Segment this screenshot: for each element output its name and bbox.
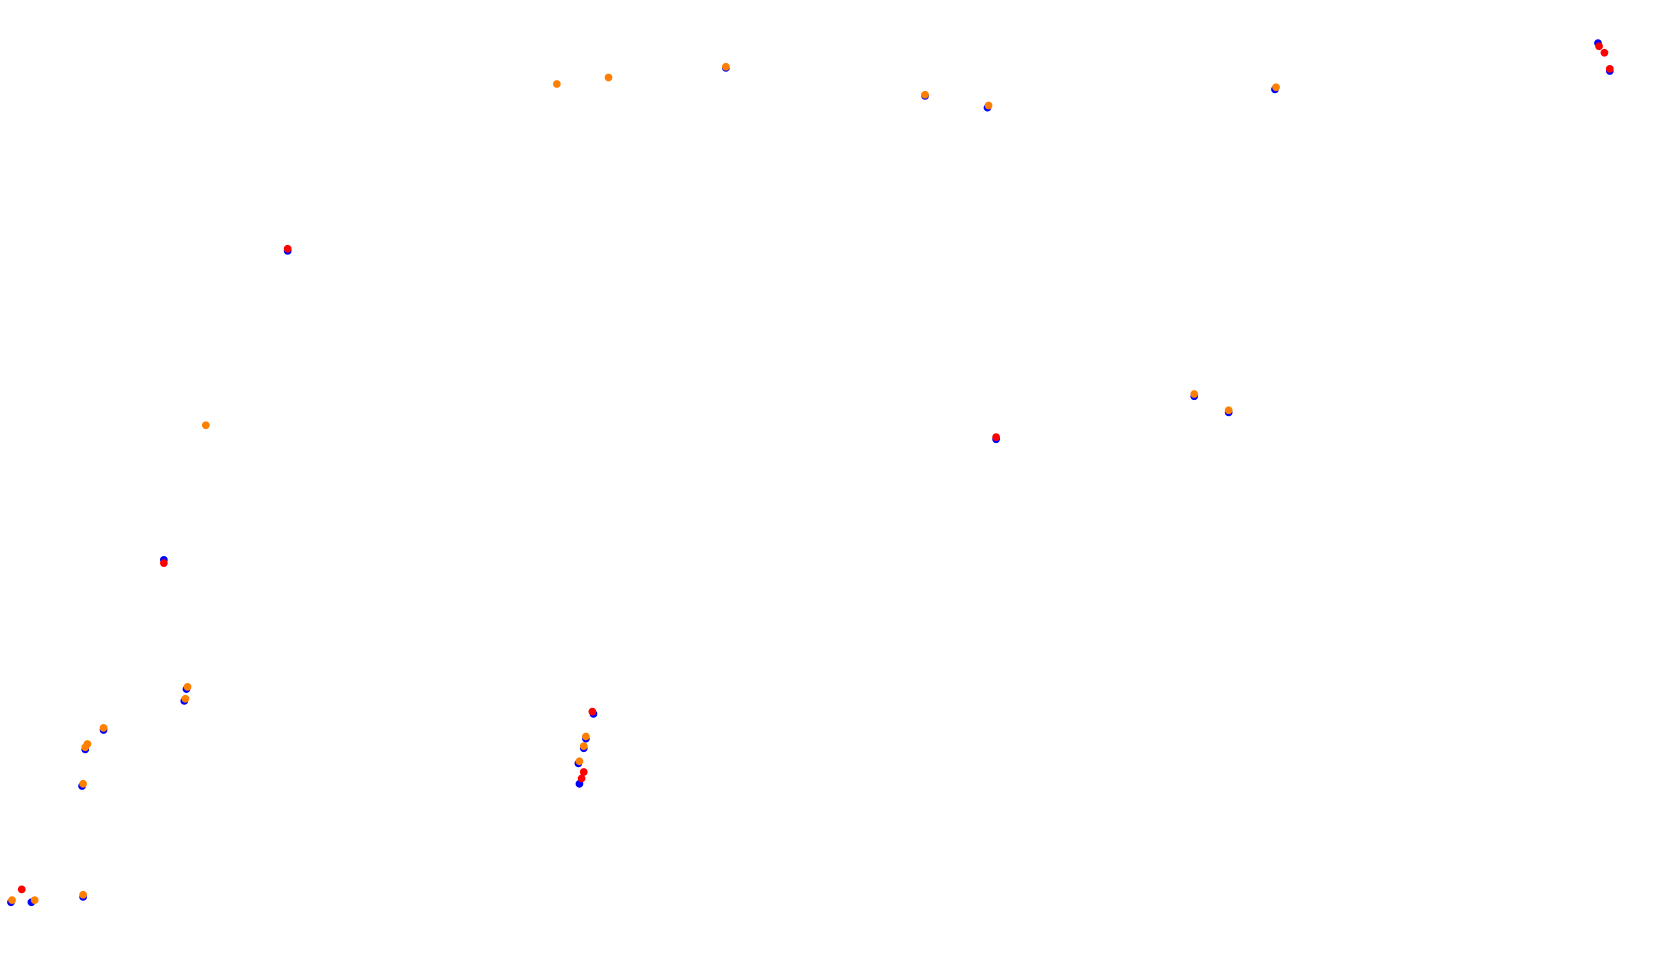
data-point — [579, 742, 588, 751]
data-point — [1224, 406, 1233, 415]
data-point — [1595, 42, 1603, 51]
data-point — [721, 62, 730, 71]
series-0 — [7, 39, 1614, 907]
data-point — [17, 885, 26, 894]
data-point — [1600, 48, 1609, 57]
series-1 — [8, 62, 1280, 904]
data-point — [1272, 83, 1280, 92]
data-point — [984, 101, 993, 110]
data-point — [159, 559, 168, 567]
data-point — [604, 73, 613, 82]
data-point — [552, 80, 561, 88]
data-point — [1190, 390, 1199, 398]
data-point — [579, 768, 588, 776]
data-point — [181, 694, 190, 703]
data-point — [201, 421, 210, 430]
data-point — [1605, 65, 1614, 73]
data-point — [30, 896, 39, 904]
data-point — [588, 707, 597, 716]
data-point — [8, 896, 16, 904]
data-point — [992, 433, 1000, 442]
series-2 — [17, 42, 1614, 894]
data-point — [577, 774, 586, 783]
data-point — [582, 732, 590, 741]
data-point — [575, 757, 584, 766]
data-point — [81, 743, 90, 752]
data-point — [79, 890, 87, 899]
data-point — [921, 90, 929, 99]
data-point — [99, 723, 108, 732]
data-point — [283, 244, 292, 253]
data-point — [183, 683, 192, 691]
data-point — [79, 779, 87, 788]
